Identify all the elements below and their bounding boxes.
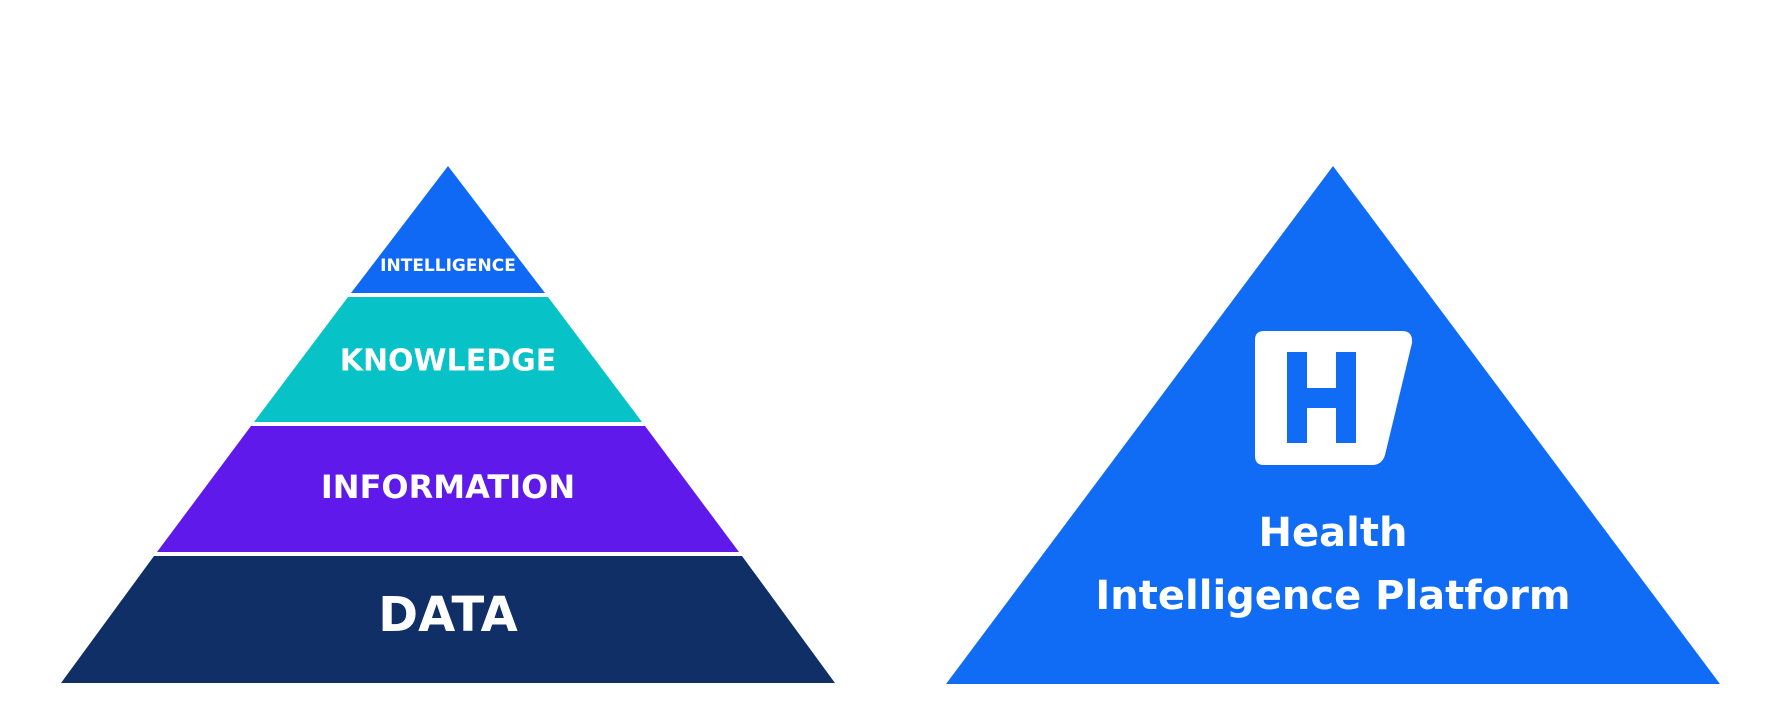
- pyramid-layer-knowledge: [254, 297, 642, 422]
- platform-title-line1: Health: [1259, 510, 1408, 556]
- pyramid-layer-intelligence: [351, 166, 545, 293]
- platform-title-line2: Intelligence Platform: [1095, 573, 1570, 619]
- layer-label-knowledge: KNOWLEDGE: [340, 344, 557, 379]
- dikw-pyramid: INTELLIGENCE KNOWLEDGE INFORMATION DATA: [61, 166, 835, 683]
- layer-label-information: INFORMATION: [321, 468, 575, 506]
- layer-label-data: DATA: [378, 587, 517, 643]
- platform-triangle: Health Intelligence Platform: [946, 166, 1720, 684]
- pyramid-layer-information: [157, 426, 739, 552]
- h-logo-letter: [1287, 352, 1356, 443]
- pyramid-layer-data: [61, 556, 835, 683]
- h-logo-icon: [1255, 331, 1413, 465]
- layer-label-intelligence: INTELLIGENCE: [380, 256, 516, 276]
